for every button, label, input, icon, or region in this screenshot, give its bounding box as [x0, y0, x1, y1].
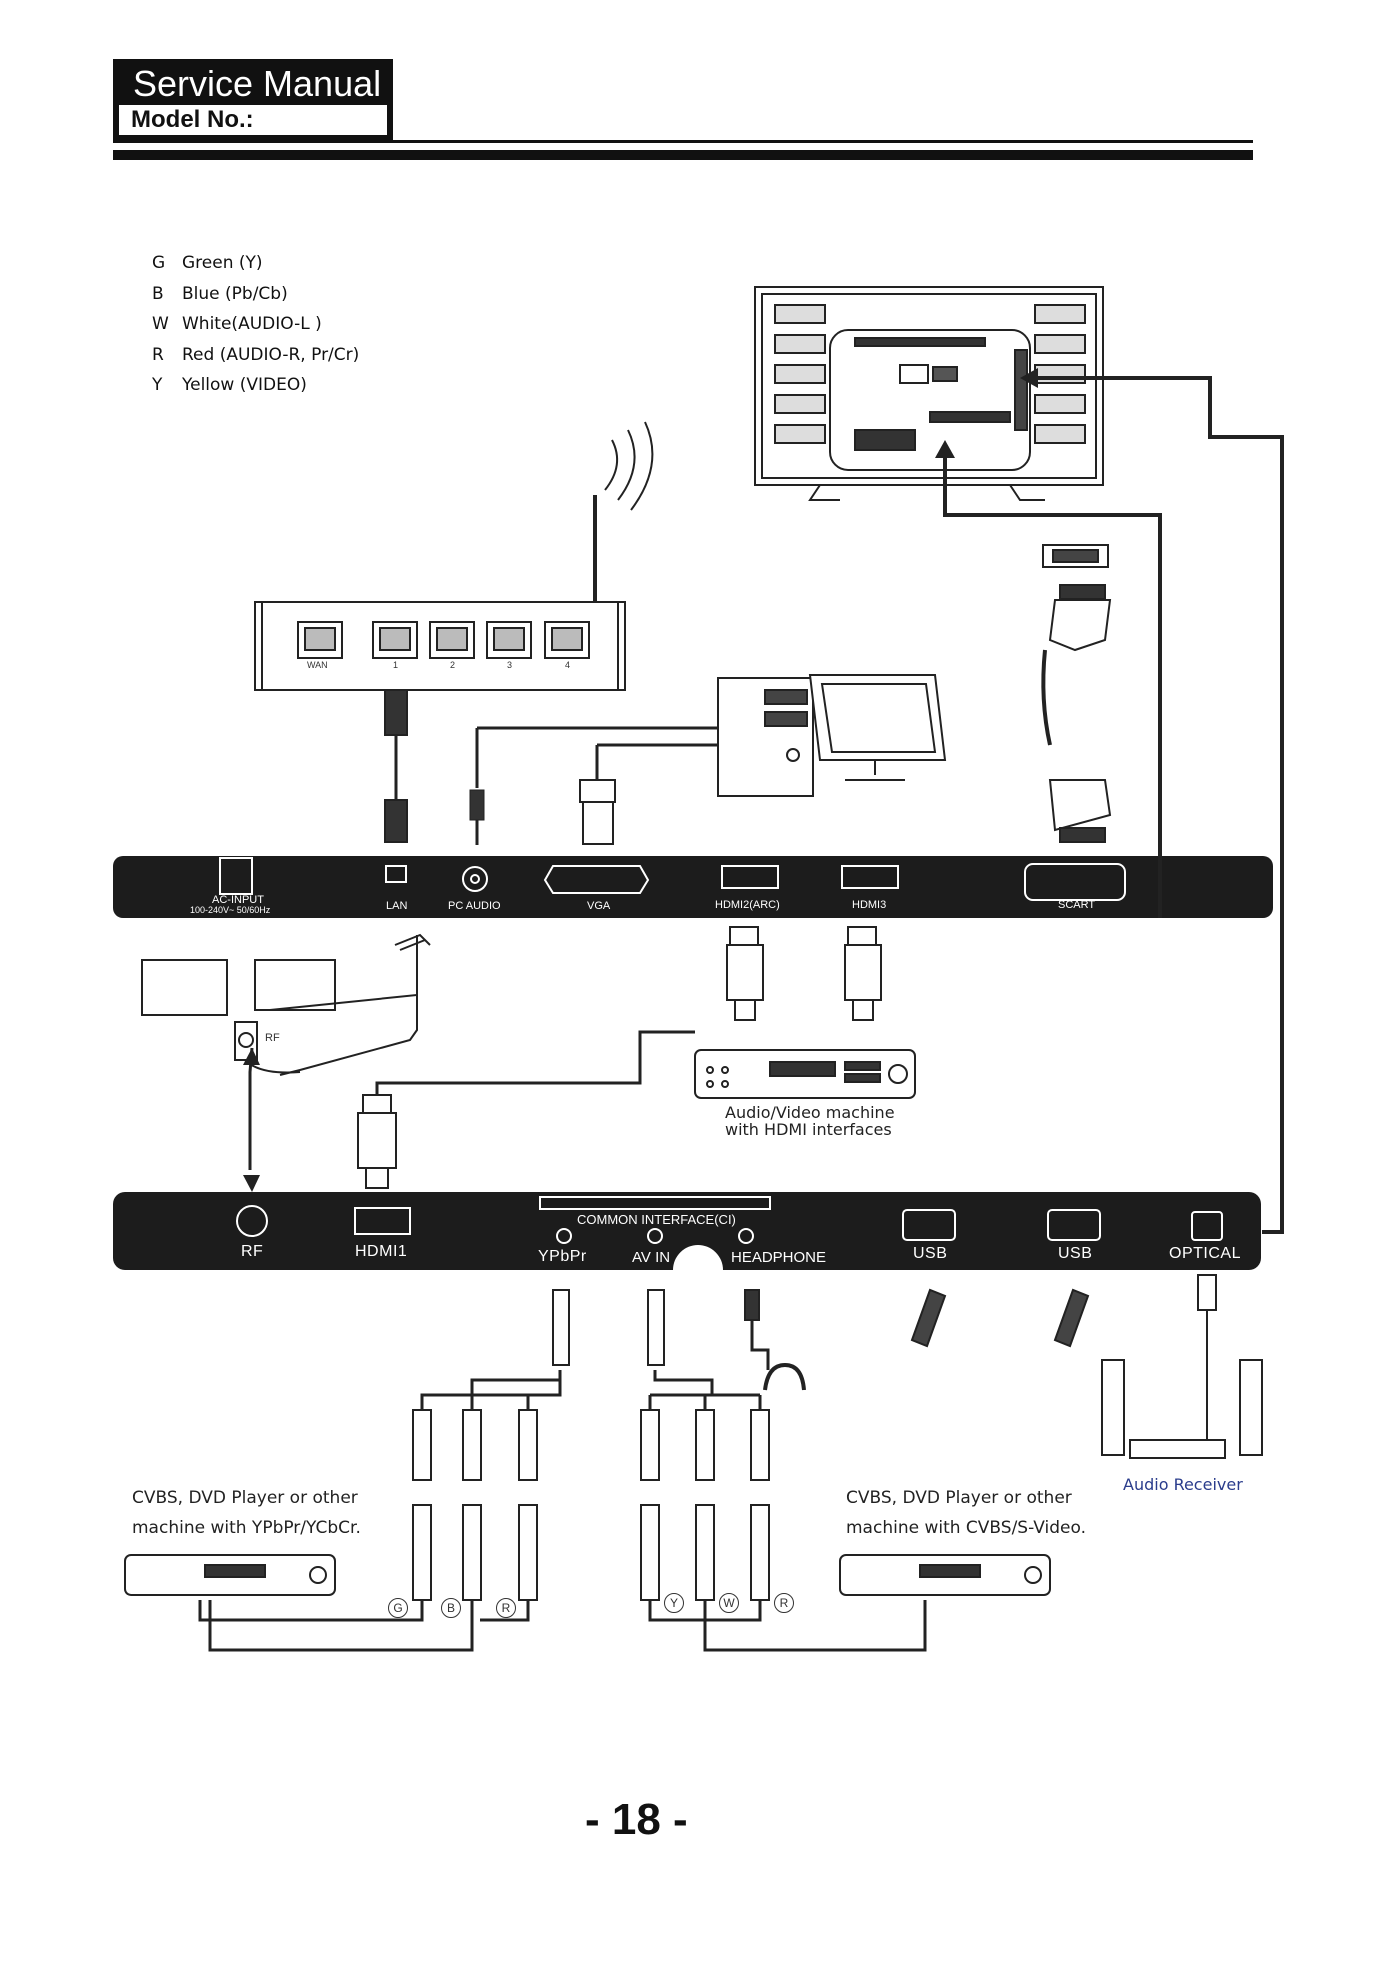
header-rule-thick	[113, 150, 1253, 160]
legend-key: G	[152, 253, 166, 273]
av-hdmi-machine	[694, 1049, 916, 1099]
computer-illustration	[717, 674, 947, 797]
rf-port-label: RF	[241, 1243, 264, 1260]
hdmi-cables	[357, 926, 882, 1189]
plug-marker-g: G	[388, 1598, 408, 1618]
legend-row: W White(AUDIO-L )	[152, 309, 359, 340]
antenna-rf-illustration	[141, 933, 431, 1076]
dvd-right-caption: CVBS, DVD Player or other machine with C…	[846, 1483, 1086, 1543]
plug-marker-r-left: R	[496, 1598, 516, 1618]
legend-text: Yellow (VIDEO)	[182, 375, 307, 395]
av-machine-caption-line: Audio/Video machine	[725, 1103, 895, 1122]
router-port-2: 2	[450, 660, 456, 670]
scart-cable	[1041, 544, 1112, 843]
bottom-port-panel	[113, 1192, 1261, 1270]
legend-key: R	[152, 344, 164, 365]
pc-audio-plug	[469, 789, 485, 845]
hdmi1-cable	[375, 1030, 695, 1095]
legend-row: Y Yellow (VIDEO)	[152, 370, 359, 401]
legend-key: W	[152, 314, 169, 334]
ac-spec-label: 100-240V~ 50/60Hz	[190, 905, 271, 915]
rf-arrow-down	[243, 1175, 260, 1192]
bottom-panel-ports	[236, 1196, 1223, 1244]
dvd-left-caption-line: CVBS, DVD Player or other	[132, 1488, 358, 1508]
legend-text: White(AUDIO-L )	[182, 314, 322, 334]
top-port-panel	[113, 856, 1273, 918]
hdmi2-port-label: HDMI2(ARC)	[715, 899, 780, 911]
vga-plug	[579, 779, 616, 845]
common-interface-label: COMMON INTERFACE(CI)	[577, 1212, 736, 1227]
av-in-port-label: AV IN	[632, 1249, 671, 1266]
header-rule-thin	[113, 140, 1253, 143]
plug-marker-y: Y	[664, 1593, 684, 1613]
panel-notch	[673, 1245, 723, 1270]
dvd-left-caption: CVBS, DVD Player or other machine with Y…	[132, 1483, 361, 1543]
pc-audio-port-label: PC AUDIO	[448, 900, 501, 912]
tv-rear-illustration	[754, 286, 1104, 501]
headphone-illustration	[763, 1362, 806, 1391]
legend-row: G Green (Y)	[152, 248, 359, 279]
legend-row: B Blue (Pb/Cb)	[152, 279, 359, 310]
audio-receiver-caption: Audio Receiver	[1123, 1475, 1243, 1494]
dvd-right-caption-line: CVBS, DVD Player or other	[846, 1488, 1072, 1508]
page-number: - 18 -	[585, 1795, 688, 1844]
rf-arrow-up	[243, 1048, 260, 1065]
lan-cable	[384, 689, 408, 843]
headphone-port-label: HEADPHONE	[731, 1249, 827, 1266]
usb1-port-label: USB	[913, 1245, 948, 1262]
ypbpr-port-label: YPbPr	[538, 1248, 587, 1265]
scart-to-tv-line	[943, 450, 1162, 918]
optical-to-tv-line	[1035, 376, 1284, 1234]
dvd-right-caption-line: machine with CVBS/S-Video.	[846, 1518, 1086, 1538]
dvd-players	[124, 1554, 1051, 1596]
av-machine-caption-line: with HDMI interfaces	[725, 1120, 892, 1139]
hdmi3-port-label: HDMI3	[852, 899, 887, 911]
vga-port-label: VGA	[587, 900, 611, 912]
optical-to-tv-arrow	[1020, 368, 1038, 388]
legend-row: R Red (AUDIO-R, Pr/Cr)	[152, 340, 359, 371]
legend-key: B	[152, 283, 164, 304]
top-panel-ports	[219, 857, 1126, 901]
model-number-label: Model No.:	[119, 105, 387, 135]
dvd-left-caption-line: machine with YPbPr/YCbCr.	[132, 1518, 361, 1538]
optical-port-label: OPTICAL	[1169, 1245, 1241, 1262]
usb2-port-label: USB	[1058, 1245, 1093, 1262]
lan-port-label: LAN	[386, 900, 408, 912]
scart-port-label: SCART	[1058, 899, 1096, 911]
plug-marker-w: W	[719, 1593, 739, 1613]
legend-text: Green (Y)	[182, 253, 263, 273]
router-port-3: 3	[507, 660, 513, 670]
header-box: Service Manual Model No.:	[113, 59, 393, 141]
scart-to-tv-arrow	[935, 440, 955, 458]
router-port-1: 1	[393, 660, 399, 670]
rf-tag-label: RF	[265, 1032, 280, 1044]
plug-marker-r-right: R	[774, 1593, 794, 1613]
bottom-cables	[198, 1300, 927, 1652]
legend-key: Y	[152, 375, 163, 395]
router-illustration	[254, 421, 654, 691]
legend-text: Red (AUDIO-R, Pr/Cr)	[182, 344, 360, 365]
color-legend: G Green (Y) B Blue (Pb/Cb) W White(AUDIO-L …	[152, 248, 359, 401]
rca-plugs	[412, 1289, 770, 1601]
plug-marker-b: B	[441, 1598, 461, 1618]
legend-text: Blue (Pb/Cb)	[182, 283, 288, 304]
usb-sticks	[910, 1288, 1090, 1348]
router-port-wan: WAN	[307, 660, 328, 670]
hdmi1-port-label: HDMI1	[355, 1243, 408, 1260]
av-machine-caption: Audio/Video machine with HDMI interfaces	[725, 1104, 895, 1138]
router-port-4: 4	[565, 660, 571, 670]
rf-cable-down	[248, 1047, 254, 1170]
audio-receiver-illustration	[1101, 1274, 1263, 1459]
ac-input-label: AC-INPUT	[212, 894, 264, 906]
header-title: Service Manual	[133, 63, 382, 104]
